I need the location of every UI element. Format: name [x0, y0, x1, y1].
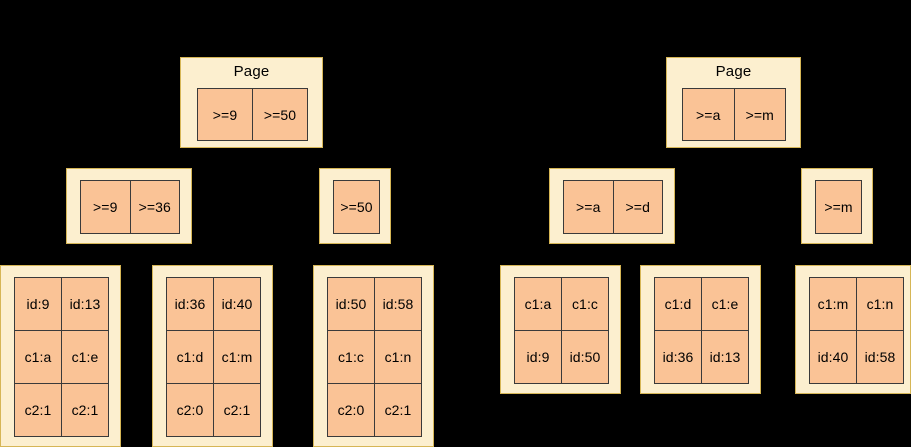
right-leaf-3-cell-r1c0[interactable]: id:40: [810, 331, 856, 383]
right-leaf-1-cell-r0c1[interactable]: c1:c: [562, 278, 608, 330]
left-leaf-2-cell-r2c0[interactable]: c2:0: [167, 384, 213, 436]
left-internal-1-cell-0[interactable]: >=9: [81, 181, 130, 233]
left-leaf-3-cell-r2c1[interactable]: c2:1: [375, 384, 421, 436]
right-internal-2-cells: >=m: [815, 180, 862, 234]
right-leaf-2-cell-r1c0[interactable]: id:36: [655, 331, 701, 383]
right-leaf-3-cell-r1c1[interactable]: id:58: [857, 331, 903, 383]
left-internal-2-cell-0[interactable]: >=50: [334, 181, 379, 233]
left-leaf-node-3[interactable]: id:50 id:58 c1:c c1:n c2:0 c2:1: [313, 265, 434, 447]
left-leaf-3-cell-r2c0[interactable]: c2:0: [328, 384, 374, 436]
left-leaf-3-cell-r0c0[interactable]: id:50: [328, 278, 374, 330]
right-leaf-2-cell-r1c1[interactable]: id:13: [702, 331, 748, 383]
right-root-page[interactable]: Page >=a >=m: [666, 57, 801, 148]
page-title: Page: [715, 63, 752, 80]
right-leaf-1-cell-r1c0[interactable]: id:9: [515, 331, 561, 383]
left-leaf-node-2[interactable]: id:36 id:40 c1:d c1:m c2:0 c2:1: [152, 265, 273, 447]
left-leaf-2-cell-r2c1[interactable]: c2:1: [214, 384, 260, 436]
left-leaf-2-cell-r0c1[interactable]: id:40: [214, 278, 260, 330]
left-internal-1-cell-1[interactable]: >=36: [130, 181, 179, 233]
left-internal-1-cells: >=9 >=36: [80, 180, 180, 234]
left-internal-node-2[interactable]: >=50: [319, 168, 391, 244]
left-leaf-1-cell-r1c1[interactable]: c1:e: [62, 331, 108, 383]
right-internal-node-2[interactable]: >=m: [801, 168, 873, 244]
left-leaf-node-1[interactable]: id:9 id:13 c1:a c1:e c2:1 c2:1: [0, 265, 121, 447]
right-internal-2-cell-0[interactable]: >=m: [816, 181, 861, 233]
right-internal-1-cell-1[interactable]: >=d: [613, 181, 662, 233]
right-leaf-2-cell-r0c1[interactable]: c1:e: [702, 278, 748, 330]
right-internal-1-cell-0[interactable]: >=a: [564, 181, 613, 233]
left-internal-2-cells: >=50: [333, 180, 380, 234]
right-leaf-3-cell-r0c1[interactable]: c1:n: [857, 278, 903, 330]
left-leaf-3-cell-r1c0[interactable]: c1:c: [328, 331, 374, 383]
left-leaf-2-cell-r1c0[interactable]: c1:d: [167, 331, 213, 383]
left-leaf-3-cells: id:50 id:58 c1:c c1:n c2:0 c2:1: [327, 277, 422, 437]
right-leaf-2-cell-r0c0[interactable]: c1:d: [655, 278, 701, 330]
left-root-cell-0[interactable]: >=9: [198, 89, 252, 140]
left-leaf-3-cell-r0c1[interactable]: id:58: [375, 278, 421, 330]
right-leaf-node-1[interactable]: c1:a c1:c id:9 id:50: [500, 265, 621, 394]
page-title: Page: [233, 63, 270, 80]
right-root-cell-0[interactable]: >=a: [683, 89, 734, 140]
right-leaf-node-2[interactable]: c1:d c1:e id:36 id:13: [640, 265, 761, 394]
right-internal-node-1[interactable]: >=a >=d: [549, 168, 675, 244]
right-leaf-1-cell-r1c1[interactable]: id:50: [562, 331, 608, 383]
right-leaf-1-cell-r0c0[interactable]: c1:a: [515, 278, 561, 330]
left-leaf-1-cells: id:9 id:13 c1:a c1:e c2:1 c2:1: [14, 277, 109, 437]
left-internal-node-1[interactable]: >=9 >=36: [66, 168, 192, 244]
left-leaf-1-cell-r0c0[interactable]: id:9: [15, 278, 61, 330]
right-leaf-node-3[interactable]: c1:m c1:n id:40 id:58: [795, 265, 911, 394]
left-leaf-1-cell-r0c1[interactable]: id:13: [62, 278, 108, 330]
right-leaf-2-cells: c1:d c1:e id:36 id:13: [654, 277, 749, 384]
left-leaf-1-cell-r2c0[interactable]: c2:1: [15, 384, 61, 436]
right-root-cells: >=a >=m: [682, 88, 786, 141]
right-internal-1-cells: >=a >=d: [563, 180, 663, 234]
left-root-cells: >=9 >=50: [197, 88, 308, 141]
right-leaf-1-cells: c1:a c1:c id:9 id:50: [514, 277, 609, 384]
left-root-cell-1[interactable]: >=50: [253, 89, 307, 140]
left-leaf-2-cell-r0c0[interactable]: id:36: [167, 278, 213, 330]
right-root-cell-1[interactable]: >=m: [734, 89, 785, 140]
left-root-page[interactable]: Page >=9 >=50: [180, 57, 323, 148]
left-leaf-2-cell-r1c1[interactable]: c1:m: [214, 331, 260, 383]
left-leaf-1-cell-r2c1[interactable]: c2:1: [62, 384, 108, 436]
left-leaf-1-cell-r1c0[interactable]: c1:a: [15, 331, 61, 383]
left-leaf-2-cells: id:36 id:40 c1:d c1:m c2:0 c2:1: [166, 277, 261, 437]
left-leaf-3-cell-r1c1[interactable]: c1:n: [375, 331, 421, 383]
right-leaf-3-cell-r0c0[interactable]: c1:m: [810, 278, 856, 330]
right-leaf-3-cells: c1:m c1:n id:40 id:58: [809, 277, 904, 384]
